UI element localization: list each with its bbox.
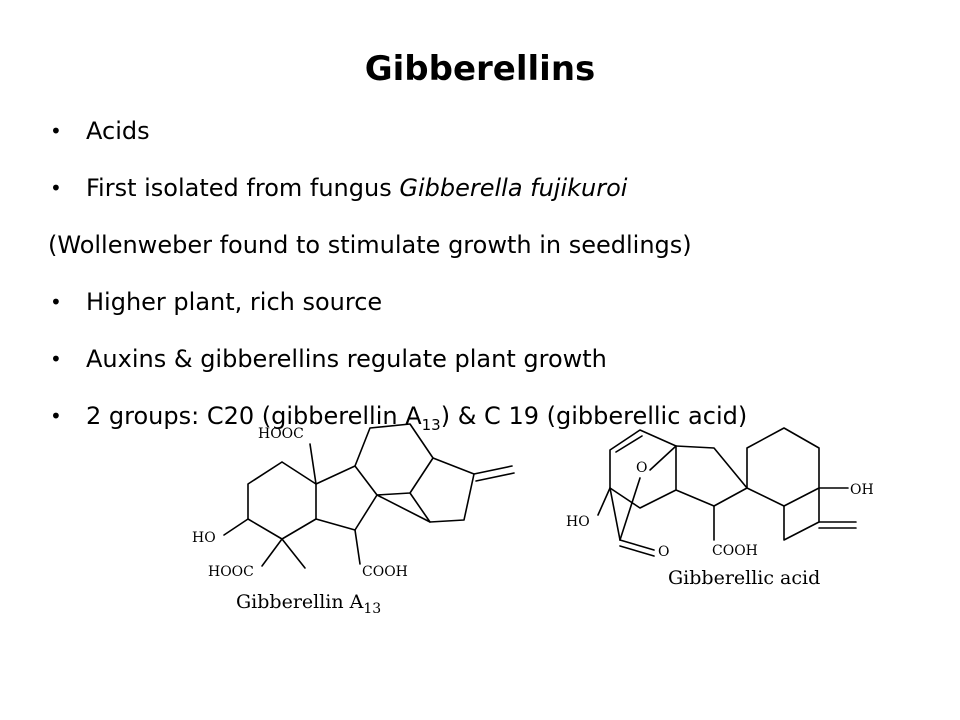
- bond-lactone-c: [619, 477, 641, 541]
- bond-ring-b: [315, 465, 378, 531]
- caption-text: Gibberellin A: [236, 591, 364, 613]
- bond-ho: [223, 518, 249, 536]
- bond-ring-b: [675, 445, 748, 507]
- structure-gibberellic-acid: O HO O COOH OH Gibberellic acid: [566, 427, 874, 589]
- bullet-text: Auxins & gibberellins regulate plant gro…: [86, 345, 607, 373]
- label-oh: OH: [850, 482, 874, 498]
- bullet-item-auxins: • Auxins & gibberellins regulate plant g…: [48, 331, 948, 388]
- label-ho: HO: [566, 514, 590, 530]
- bullet-icon: •: [50, 290, 62, 314]
- note-wollenweber: (Wollenweber found to stimulate growth i…: [48, 217, 948, 274]
- bond-ring-c: [354, 423, 434, 496]
- bond-ring-c: [746, 427, 820, 507]
- label-ho: HO: [192, 530, 216, 546]
- bond-methylene-2: [475, 472, 515, 482]
- bond-cooh: [354, 529, 361, 565]
- bullet-icon: •: [50, 347, 62, 371]
- structure-gibberellin-a13: HOOC HO HOOC COOH Gibberellin A13: [192, 423, 515, 617]
- bullet-item-higher-plant: • Higher plant, rich source: [48, 274, 948, 331]
- bond-hooc-top: [309, 443, 317, 485]
- bond-bridge: [409, 492, 431, 523]
- bullet-text: Acids: [86, 117, 150, 145]
- species-name: Gibberella fujikuroi: [399, 174, 628, 202]
- bullet-icon: •: [50, 176, 62, 200]
- label-hooc-top: HOOC: [258, 426, 304, 442]
- bond-carbonyl-2: [619, 545, 655, 557]
- bond-lactone-ring: [609, 487, 621, 541]
- label-hooc-bottom: HOOC: [208, 564, 254, 580]
- bond-lactone-o: [649, 445, 677, 471]
- bond-ho: [597, 487, 611, 516]
- label-cooh: COOH: [712, 543, 758, 559]
- bullet-icon: •: [50, 119, 62, 143]
- bullet-icon: •: [50, 404, 62, 428]
- bullet-text: 2 groups: C20 (gibberellin A: [86, 402, 422, 430]
- label-o-carbonyl: O: [658, 544, 669, 560]
- bond-methylene: [473, 465, 513, 475]
- bullet-text: Higher plant, rich source: [86, 288, 383, 316]
- bullet-text: First isolated from fungus: [86, 174, 400, 202]
- label-cooh: COOH: [362, 564, 408, 580]
- caption-gibberellic-acid: Gibberellic acid: [668, 567, 820, 589]
- bond-hooc-bottom: [261, 538, 283, 567]
- bullet-list: • Acids • First isolated from fungus Gib…: [48, 103, 948, 445]
- bond-carbonyl-1: [619, 539, 655, 551]
- bullet-item-first-isolated: • First isolated from fungus Gibberella …: [48, 160, 948, 217]
- caption-subscript: 13: [363, 601, 381, 617]
- label-o-ring: O: [636, 460, 647, 476]
- bond-ring-a: [247, 461, 317, 540]
- bullet-item-acids: • Acids: [48, 103, 948, 160]
- caption-gibberellin-a13: Gibberellin A13: [236, 591, 381, 617]
- bond-ring-d: [783, 487, 820, 541]
- bond-ring-d: [376, 457, 475, 523]
- note-text: (Wollenweber found to stimulate growth i…: [48, 231, 692, 259]
- bullet-text-end: ) & C 19 (gibberellic acid): [440, 402, 748, 430]
- bond-methyl: [281, 538, 306, 569]
- bond-ring-a-double: [615, 435, 643, 453]
- slide-title: Gibberellins: [364, 49, 596, 89]
- subscript: 13: [421, 415, 441, 434]
- bullet-item-two-groups: • 2 groups: C20 (gibberellin A13) & C 19…: [48, 388, 948, 445]
